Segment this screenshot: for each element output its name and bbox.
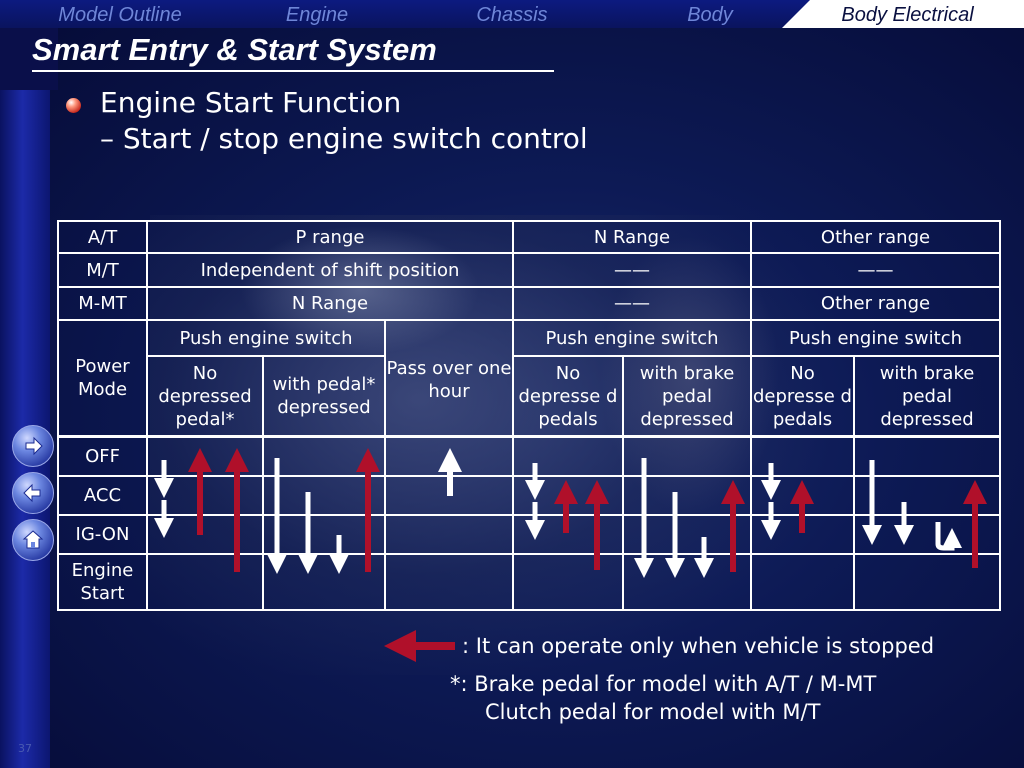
push-switch-n: Push engine switch <box>512 319 752 357</box>
mmt-n-range: N Range <box>146 286 514 321</box>
row-label-engine-start: Engine Start <box>57 553 148 611</box>
heading-line-2: – Start / stop engine switch control <box>100 122 588 155</box>
slide-title: Smart Entry & Start System <box>32 32 437 67</box>
push-switch-other: Push engine switch <box>750 319 1001 357</box>
row-label-ig-on: IG-ON <box>57 514 148 555</box>
sub-no-depressed-pedals-other: No depresse d pedals <box>750 355 855 437</box>
at-other-range: Other range <box>750 220 1001 254</box>
row-label-power-mode: Power Mode <box>57 319 148 437</box>
background-photo <box>150 215 820 675</box>
sub-with-pedal-depressed: with pedal* depressed <box>262 355 386 437</box>
back-button[interactable] <box>12 472 54 514</box>
push-switch-p: Push engine switch <box>146 319 386 357</box>
body-col-1 <box>146 435 264 611</box>
tab-body-electrical[interactable]: Body Electrical <box>841 4 974 26</box>
body-col-3 <box>384 435 514 611</box>
photo-highlight <box>240 225 480 355</box>
heading-line-1: Engine Start Function <box>100 86 402 119</box>
back-arrow-icon <box>23 483 41 503</box>
row-label-mt: M/T <box>57 252 148 288</box>
row-label-acc: ACC <box>57 475 148 516</box>
sub-with-brake-n: with brake pedal depressed <box>622 355 752 437</box>
row-divider <box>57 553 1001 555</box>
home-button[interactable] <box>12 519 54 561</box>
mmt-n-dash: —— <box>512 286 752 321</box>
sub-no-depressed-pedal: No depressed pedal* <box>146 355 264 437</box>
mt-independent: Independent of shift position <box>146 252 514 288</box>
sub-with-brake-other: with brake pedal depressed <box>853 355 1001 437</box>
row-label-at: A/T <box>57 220 148 254</box>
left-sidebar-bar <box>0 0 58 768</box>
body-col-2 <box>262 435 386 611</box>
at-p-range: P range <box>146 220 514 254</box>
mmt-other-range: Other range <box>750 286 1001 321</box>
top-navigation: Model Outline Engine Chassis Body Body E… <box>0 0 1024 28</box>
sub-no-depressed-pedals-n: No depresse d pedals <box>512 355 624 437</box>
tab-chassis[interactable]: Chassis <box>476 4 548 26</box>
forward-button[interactable] <box>12 425 54 467</box>
tab-engine[interactable]: Engine <box>285 4 349 26</box>
title-underline <box>32 70 554 72</box>
tab-model-outline[interactable]: Model Outline <box>58 4 182 26</box>
row-label-mmt: M-MT <box>57 286 148 321</box>
row-divider <box>57 514 1001 516</box>
legend-footnote-2: Clutch pedal for model with M/T <box>485 700 821 724</box>
home-icon <box>22 530 44 549</box>
legend-stopped-note: : It can operate only when vehicle is st… <box>462 634 935 658</box>
tab-body[interactable]: Body <box>687 4 733 26</box>
active-tab-background <box>782 0 1024 28</box>
forward-arrow-icon <box>25 436 43 456</box>
at-n-range: N Range <box>512 220 752 254</box>
row-divider <box>57 475 1001 477</box>
mt-other-dash: —— <box>750 252 1001 288</box>
row-label-off: OFF <box>57 435 148 477</box>
bullet-icon <box>66 98 81 113</box>
body-col-7 <box>853 435 1001 611</box>
body-col-4 <box>512 435 624 611</box>
row-divider-thick <box>57 435 1001 438</box>
body-col-5 <box>622 435 752 611</box>
legend-footnote-1: *: Brake pedal for model with A/T / M-MT <box>450 672 877 696</box>
body-col-6 <box>750 435 855 611</box>
pass-over-one-hour: Pass over one hour <box>384 319 514 437</box>
page-number: 37 <box>18 742 32 755</box>
mt-n-dash: —— <box>512 252 752 288</box>
